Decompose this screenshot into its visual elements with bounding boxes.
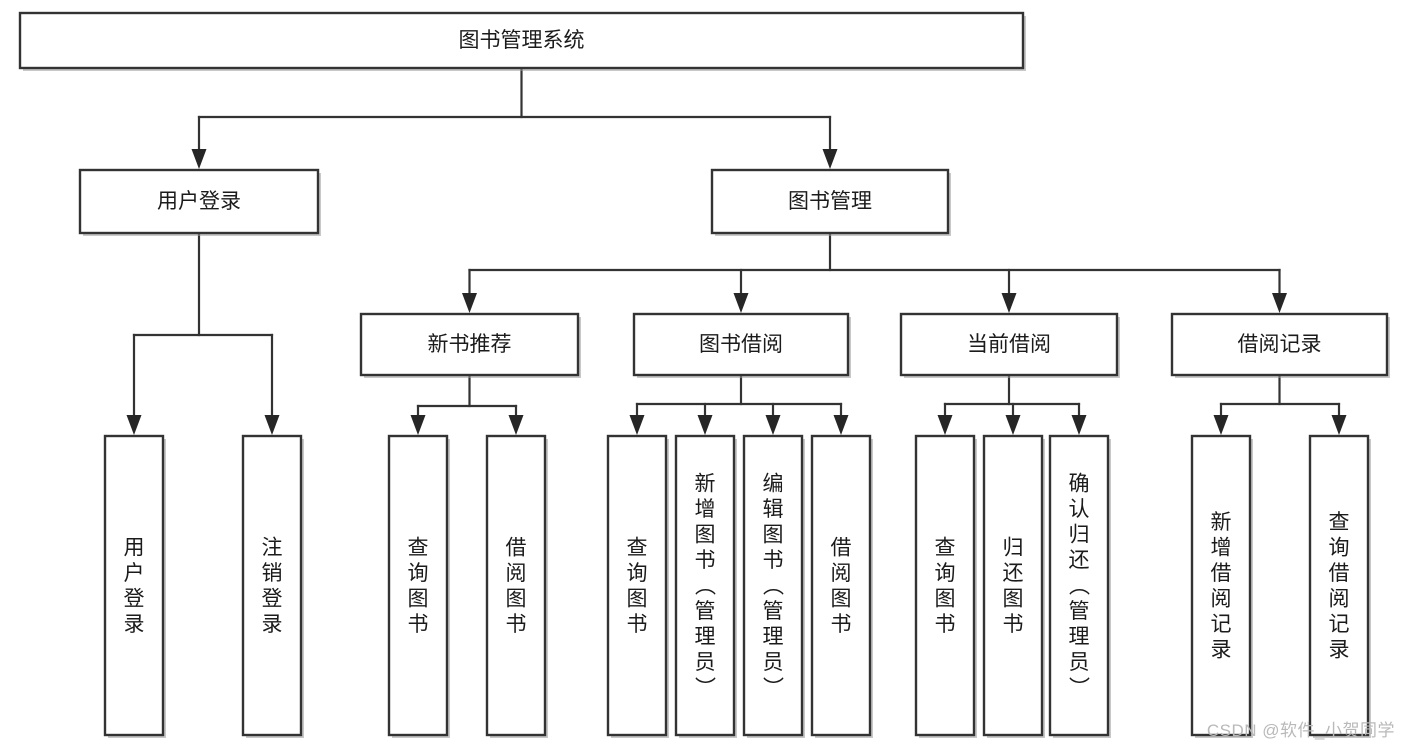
node-label: 借阅图书 bbox=[506, 536, 527, 636]
node-leaf_2[interactable]: 查询图书 bbox=[387, 434, 450, 738]
edge-arrowhead bbox=[833, 415, 849, 435]
edge-arrowhead bbox=[937, 415, 953, 435]
node-label: 图书管理 bbox=[788, 190, 872, 213]
nodes-layer: 图书管理系统用户登录图书管理新书推荐图书借阅当前借阅借阅记录用户登录注销登录查询… bbox=[18, 11, 1390, 738]
node-box[interactable] bbox=[18, 11, 1025, 70]
node-l2_1[interactable]: 图书借阅 bbox=[632, 312, 851, 378]
edge-arrowhead bbox=[1071, 415, 1087, 435]
watermark-text: CSDN @软件_小贺同学 bbox=[1206, 721, 1395, 740]
edge-arrowhead bbox=[191, 149, 207, 169]
node-label: 图书管理系统 bbox=[459, 29, 585, 52]
node-root[interactable]: 图书管理系统 bbox=[18, 11, 1026, 71]
node-box[interactable] bbox=[359, 312, 580, 377]
node-leaf_0[interactable]: 用户登录 bbox=[103, 434, 166, 738]
node-label: 借阅记录 bbox=[1238, 333, 1322, 356]
node-box[interactable] bbox=[710, 168, 950, 235]
edge-arrowhead bbox=[508, 415, 524, 435]
node-label: 当前借阅 bbox=[967, 333, 1051, 356]
node-leaf_12[interactable]: 查询借阅记录 bbox=[1308, 434, 1371, 738]
node-label: 查询图书 bbox=[408, 536, 429, 636]
edge-group-l2_1 bbox=[629, 373, 849, 435]
node-label: 新增借阅记录 bbox=[1211, 511, 1232, 662]
edge-group-l2_2 bbox=[937, 373, 1087, 435]
node-box[interactable] bbox=[674, 434, 736, 737]
node-label: 查询图书 bbox=[935, 536, 956, 636]
edge-arrowhead bbox=[1001, 293, 1017, 313]
node-l2_2[interactable]: 当前借阅 bbox=[899, 312, 1120, 378]
edge-arrowhead bbox=[697, 415, 713, 435]
node-box[interactable] bbox=[982, 434, 1044, 737]
node-box[interactable] bbox=[899, 312, 1119, 377]
node-leaf_11[interactable]: 新增借阅记录 bbox=[1190, 434, 1253, 738]
node-box[interactable] bbox=[606, 434, 668, 737]
node-label: 图书借阅 bbox=[699, 333, 783, 356]
node-label: 查询借阅记录 bbox=[1329, 511, 1350, 662]
edge-arrowhead bbox=[410, 415, 426, 435]
edge-arrowhead bbox=[629, 415, 645, 435]
node-label: 用户登录 bbox=[124, 536, 145, 636]
node-box[interactable] bbox=[742, 434, 804, 737]
node-label: 新增图书（管理员） bbox=[695, 473, 717, 700]
edge-arrowhead bbox=[733, 293, 749, 313]
node-box[interactable] bbox=[103, 434, 165, 737]
node-leaf_5[interactable]: 新增图书（管理员） bbox=[674, 434, 737, 738]
edges-layer bbox=[126, 66, 1347, 435]
node-leaf_8[interactable]: 查询图书 bbox=[914, 434, 977, 738]
edge-arrowhead bbox=[765, 415, 781, 435]
node-l2_0[interactable]: 新书推荐 bbox=[359, 312, 581, 378]
node-box[interactable] bbox=[1308, 434, 1370, 737]
node-box[interactable] bbox=[632, 312, 850, 377]
edge-arrowhead bbox=[1213, 415, 1229, 435]
node-l2_3[interactable]: 借阅记录 bbox=[1170, 312, 1390, 378]
edge-arrowhead bbox=[126, 415, 142, 435]
node-label: 归还图书 bbox=[1003, 536, 1024, 636]
edge-group-l2_0 bbox=[410, 373, 524, 435]
node-box[interactable] bbox=[387, 434, 449, 737]
node-leaf_3[interactable]: 借阅图书 bbox=[485, 434, 548, 738]
node-box[interactable] bbox=[1190, 434, 1252, 737]
node-l1_1[interactable]: 图书管理 bbox=[710, 168, 951, 236]
node-label: 注销登录 bbox=[262, 536, 283, 636]
edge-group-l1_0 bbox=[126, 231, 280, 435]
node-label: 查询图书 bbox=[627, 536, 648, 636]
node-leaf_4[interactable]: 查询图书 bbox=[606, 434, 669, 738]
node-leaf_6[interactable]: 编辑图书（管理员） bbox=[742, 434, 805, 738]
node-label: 用户登录 bbox=[157, 190, 241, 213]
node-box[interactable] bbox=[241, 434, 303, 737]
node-l1_0[interactable]: 用户登录 bbox=[78, 168, 321, 236]
node-box[interactable] bbox=[485, 434, 547, 737]
edge-arrowhead bbox=[1331, 415, 1347, 435]
node-leaf_1[interactable]: 注销登录 bbox=[241, 434, 304, 738]
node-label: 编辑图书（管理员） bbox=[763, 473, 785, 700]
edge-arrowhead bbox=[1005, 415, 1021, 435]
node-leaf_9[interactable]: 归还图书 bbox=[982, 434, 1045, 738]
edge-arrowhead bbox=[822, 149, 838, 169]
node-box[interactable] bbox=[78, 168, 320, 235]
node-box[interactable] bbox=[914, 434, 976, 737]
edge-group-l1_1 bbox=[462, 231, 1287, 313]
node-label: 借阅图书 bbox=[831, 536, 852, 636]
edge-arrowhead bbox=[1272, 293, 1287, 313]
edge-group-l2_3 bbox=[1213, 373, 1347, 435]
node-box[interactable] bbox=[1170, 312, 1389, 377]
node-box[interactable] bbox=[810, 434, 872, 737]
node-leaf_10[interactable]: 确认归还（管理员） bbox=[1048, 434, 1111, 738]
edge-arrowhead bbox=[462, 293, 477, 313]
node-leaf_7[interactable]: 借阅图书 bbox=[810, 434, 873, 738]
node-box[interactable] bbox=[1048, 434, 1110, 737]
node-label: 新书推荐 bbox=[428, 333, 512, 356]
node-label: 确认归还（管理员） bbox=[1069, 473, 1091, 700]
edge-arrowhead bbox=[264, 415, 280, 435]
edge-group-root bbox=[191, 66, 838, 169]
